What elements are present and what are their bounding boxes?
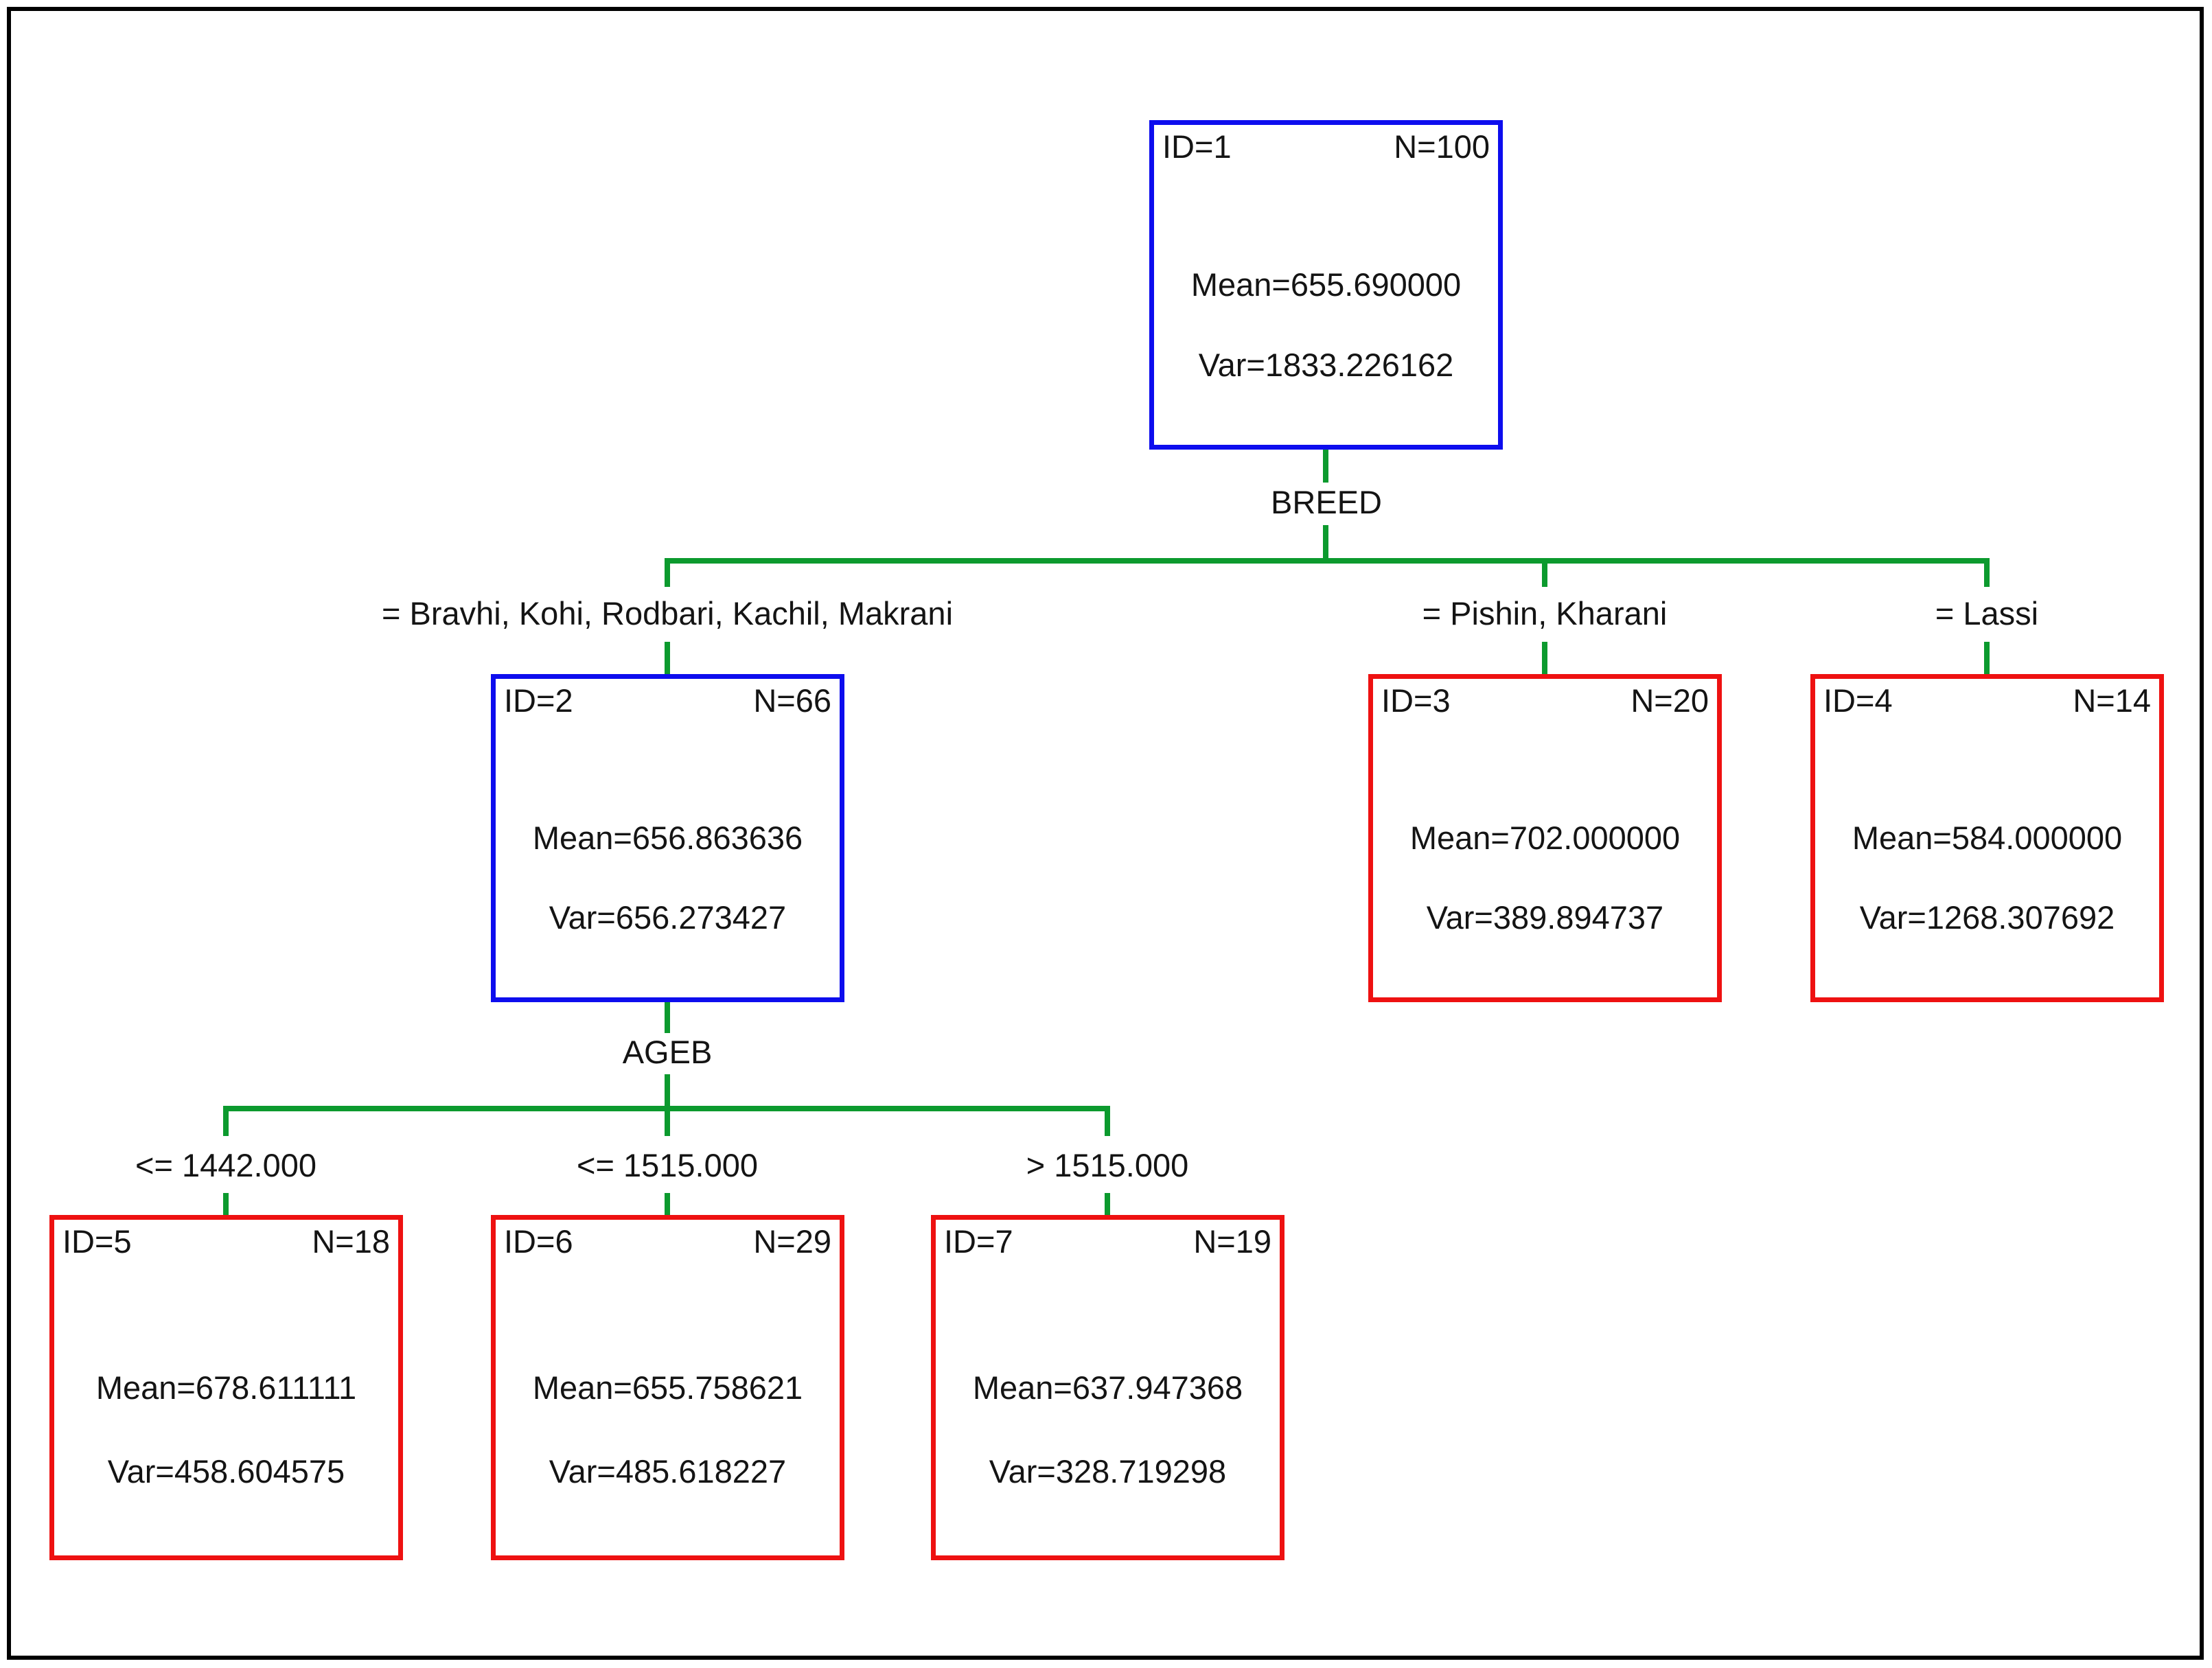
connector-line (1323, 525, 1328, 558)
node-n-label: N=14 (2073, 682, 2151, 719)
node-n-label: N=66 (753, 682, 831, 719)
node-mean-label: Mean=656.863636 (532, 820, 803, 856)
node-mean-label: Mean=637.947368 (972, 1369, 1243, 1406)
node-id-label: ID=5 (62, 1223, 132, 1260)
node-var-label: Var=485.618227 (549, 1452, 787, 1490)
node-var-label: Var=1833.226162 (1198, 346, 1454, 383)
node-n-label: N=29 (753, 1223, 831, 1260)
node-var-label: Var=656.273427 (549, 899, 787, 936)
tree-node-5: ID=5 N=18 Mean=678.611111 Var=458.604575 (49, 1215, 403, 1560)
connector-line (1105, 1193, 1110, 1215)
connector-line (665, 1193, 670, 1215)
connector-line (223, 1106, 229, 1136)
branch-label-ageb-2: <= 1515.000 (577, 1147, 758, 1183)
branch-label-breed-1: = Bravhi, Kohi, Rodbari, Kachil, Makrani (381, 595, 954, 632)
connector-line (665, 558, 1990, 564)
connector-line (223, 1193, 229, 1215)
diagram-frame (7, 7, 2204, 1660)
tree-node-4: ID=4 N=14 Mean=584.000000 Var=1268.30769… (1810, 674, 2164, 1002)
connector-line (223, 1106, 1110, 1111)
connector-line (1984, 558, 1990, 587)
node-var-label: Var=458.604575 (107, 1452, 345, 1490)
node-var-label: Var=328.719298 (989, 1452, 1227, 1490)
branch-label-ageb-1: <= 1442.000 (135, 1147, 316, 1183)
node-id-label: ID=7 (944, 1223, 1013, 1260)
split-variable-label-breed: BREED (1271, 484, 1382, 520)
node-id-label: ID=6 (504, 1223, 573, 1260)
node-mean-label: Mean=584.000000 (1852, 820, 2123, 856)
split-variable-label-ageb: AGEB (622, 1034, 713, 1070)
connector-line (1984, 642, 1990, 674)
tree-node-1: ID=1 N=100 Mean=655.690000 Var=1833.2261… (1149, 120, 1503, 450)
node-mean-label: Mean=655.758621 (532, 1369, 803, 1406)
node-id-label: ID=4 (1823, 682, 1893, 719)
node-n-label: N=19 (1193, 1223, 1271, 1260)
connector-line (665, 642, 670, 674)
branch-label-breed-2: = Pishin, Kharani (1422, 595, 1668, 632)
connector-line (1542, 558, 1547, 587)
node-mean-label: Mean=655.690000 (1190, 266, 1462, 303)
connector-line (665, 1002, 670, 1033)
connector-line (665, 1074, 670, 1136)
tree-node-2: ID=2 N=66 Mean=656.863636 Var=656.273427 (491, 674, 844, 1002)
node-n-label: N=18 (312, 1223, 390, 1260)
connector-line (1105, 1106, 1110, 1136)
node-var-label: Var=1268.307692 (1859, 899, 2115, 936)
tree-node-7: ID=7 N=19 Mean=637.947368 Var=328.719298 (931, 1215, 1284, 1560)
node-mean-label: Mean=702.000000 (1409, 820, 1681, 856)
node-id-label: ID=1 (1162, 128, 1232, 165)
connector-line (1542, 642, 1547, 674)
node-id-label: ID=3 (1381, 682, 1451, 719)
node-mean-label: Mean=678.611111 (95, 1369, 357, 1406)
tree-node-3: ID=3 N=20 Mean=702.000000 Var=389.894737 (1368, 674, 1722, 1002)
node-var-label: Var=389.894737 (1426, 899, 1664, 936)
connector-line (1323, 450, 1328, 483)
node-n-label: N=100 (1394, 128, 1490, 165)
branch-label-breed-3: = Lassi (1935, 595, 2039, 632)
node-n-label: N=20 (1631, 682, 1709, 719)
tree-node-6: ID=6 N=29 Mean=655.758621 Var=485.618227 (491, 1215, 844, 1560)
branch-label-ageb-3: > 1515.000 (1026, 1147, 1189, 1183)
node-id-label: ID=2 (504, 682, 573, 719)
connector-line (665, 558, 670, 587)
